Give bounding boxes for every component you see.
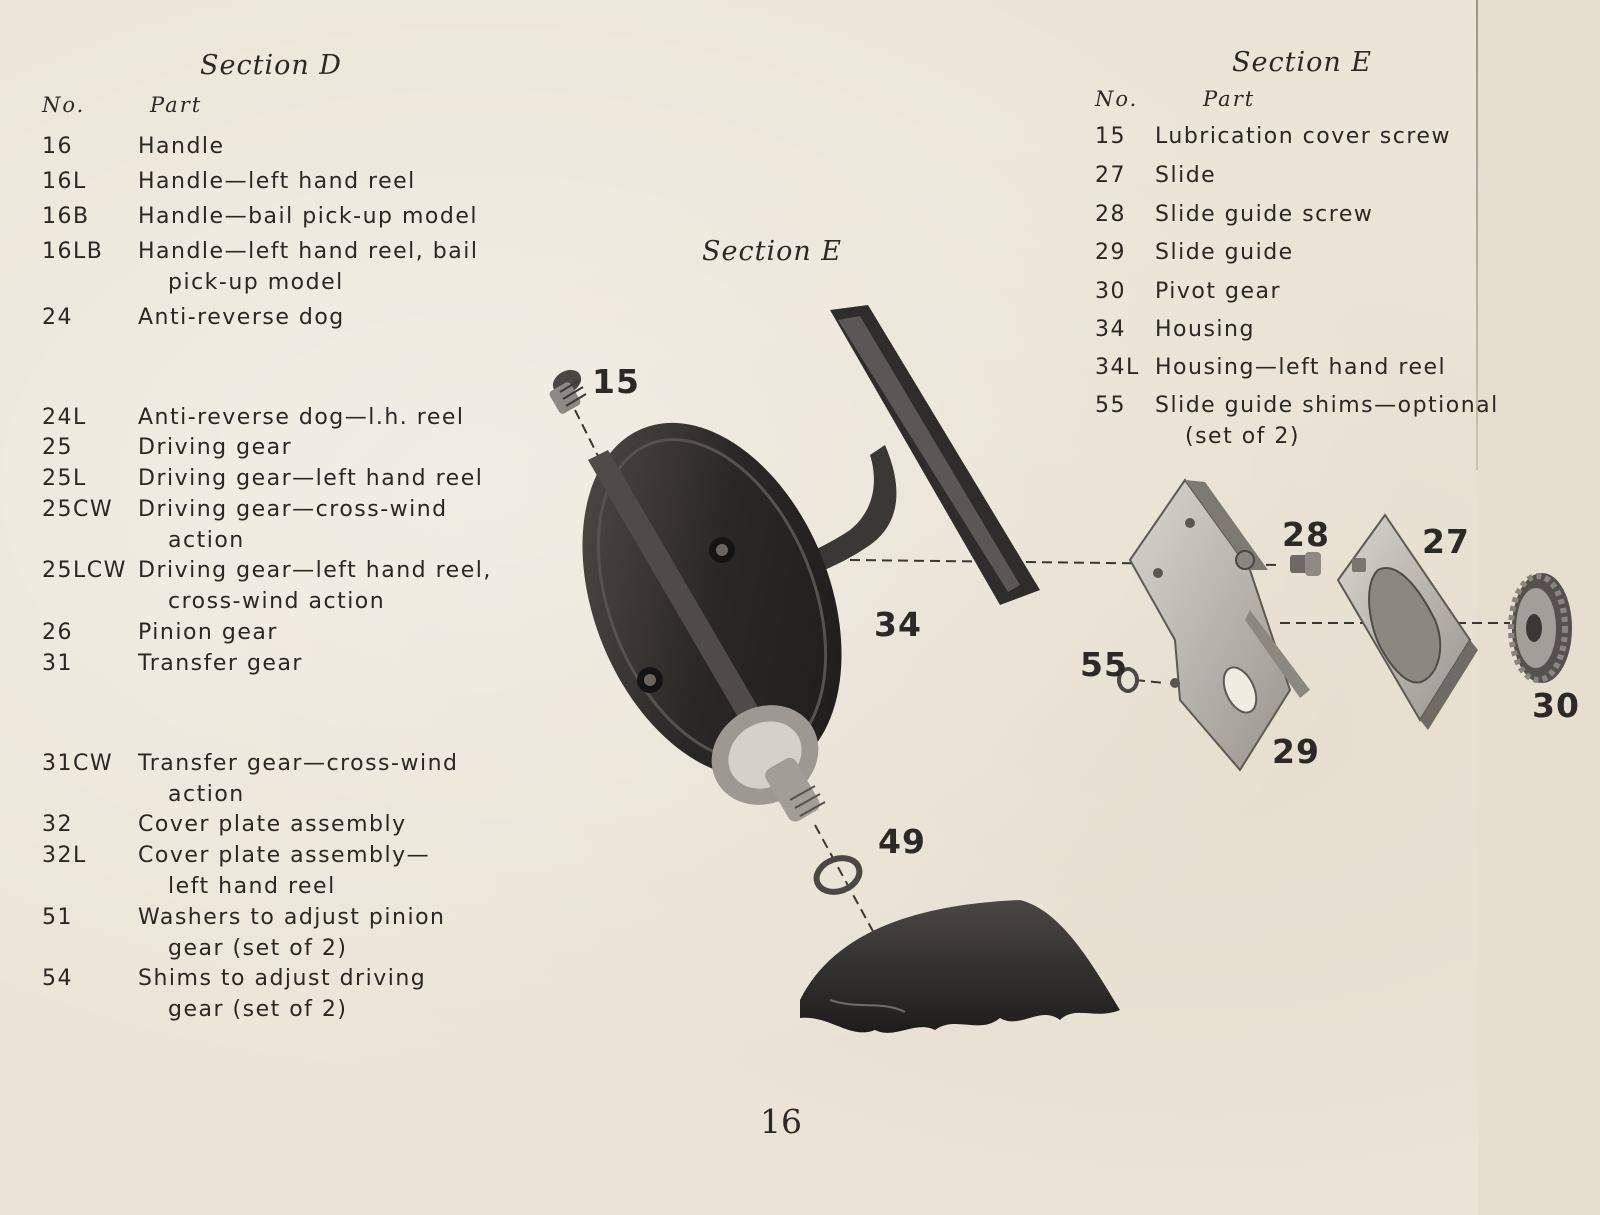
section-d-col-no: No. [42,93,86,117]
part-number: 32L [42,843,87,868]
part-name-continued: gear (set of 2) [168,997,348,1022]
part-name: Pinion gear [138,620,278,645]
callout-28: 28 [1282,515,1330,554]
slide-guide-29-illustration [1128,478,1310,772]
slide-27-illustration [1336,513,1478,730]
part-number: 15 [1095,124,1126,149]
part-number: 16B [42,204,90,229]
pivot-gear-30-illustration [1508,573,1572,683]
callout-27: 27 [1422,522,1470,561]
cover-plate-illustration [800,900,1120,1033]
part-number: 31 [42,651,73,676]
part-number: 25CW [42,497,114,522]
part-number: 54 [42,966,73,991]
diagram-title: Section E [702,236,843,267]
part-number: 25L [42,466,87,491]
part-name-continued: left hand reel [168,874,336,899]
callout-55: 55 [1080,645,1128,684]
part-name: Handle—bail pick-up model [138,204,478,229]
part-number: 34L [1095,355,1140,380]
lubrication-screw-15-illustration [549,369,587,414]
part-name: Handle—left hand reel, bail [138,239,479,264]
part-name: Handle—left hand reel [138,169,416,194]
part-number: 32 [42,812,73,837]
part-name-continued: action [168,782,245,807]
page-fold [1476,0,1478,470]
part-number: 27 [1095,163,1126,188]
part-number: 30 [1095,279,1126,304]
part-number: 55 [1095,393,1126,418]
part-name: Pivot gear [1155,279,1282,304]
part-name: Driving gear [138,435,293,460]
section-e-col-no: No. [1095,87,1139,111]
housing-34-illustration [582,305,1040,822]
part-number: 16L [42,169,87,194]
part-number: 34 [1095,317,1126,342]
part-name: Driving gear—left hand reel, [138,558,492,583]
part-name: Anti-reverse dog—l.h. reel [138,405,465,430]
part-number: 26 [42,620,73,645]
part-number: 31CW [42,751,114,776]
part-name-continued: action [168,528,245,553]
part-name-continued: pick-up model [168,270,344,295]
part-name: Transfer gear [138,651,303,676]
part-name: Driving gear—left hand reel [138,466,484,491]
part-name: Lubrication cover screw [1155,124,1451,149]
part-name: Anti-reverse dog [138,305,345,330]
part-number: 24L [42,405,87,430]
part-number: 28 [1095,202,1126,227]
part-name: Housing—left hand reel [1155,355,1447,380]
part-name-continued: gear (set of 2) [168,936,348,961]
part-name: Transfer gear—cross-wind [138,751,459,776]
section-d-col-part: Part [150,93,203,117]
part-name: Housing [1155,317,1255,342]
part-name: Cover plate assembly— [138,843,431,868]
part-number: 25LCW [42,558,127,583]
part-name: Slide [1155,163,1217,188]
part-number: 24 [42,305,73,330]
callout-30: 30 [1532,686,1580,725]
part-number: 25 [42,435,73,460]
callout-34: 34 [874,605,922,644]
section-e-col-part: Part [1203,87,1256,111]
part-name: Slide guide shims—optional [1155,393,1499,418]
callout-29: 29 [1272,732,1320,771]
part-number: 51 [42,905,73,930]
page-number: 16 [760,1102,802,1141]
section-d-title: Section D [200,50,342,81]
shim-55-illustration [1117,667,1139,693]
callout-49: 49 [878,822,926,861]
part-name: Driving gear—cross-wind [138,497,448,522]
part-name-continued: (set of 2) [1185,424,1300,449]
part-number: 16 [42,134,73,159]
slide-guide-screw-28-illustration [1290,552,1321,576]
callout-15: 15 [592,362,640,401]
part-number: 29 [1095,240,1126,265]
part-name-continued: cross-wind action [168,589,386,614]
washer-49-illustration [813,855,863,895]
part-name: Shims to adjust driving [138,966,427,991]
section-e-title: Section E [1232,47,1373,78]
part-name: Slide guide screw [1155,202,1374,227]
part-name: Handle [138,134,225,159]
part-name: Washers to adjust pinion [138,905,446,930]
part-number: 16LB [42,239,104,264]
part-name: Slide guide [1155,240,1294,265]
part-name: Cover plate assembly [138,812,407,837]
